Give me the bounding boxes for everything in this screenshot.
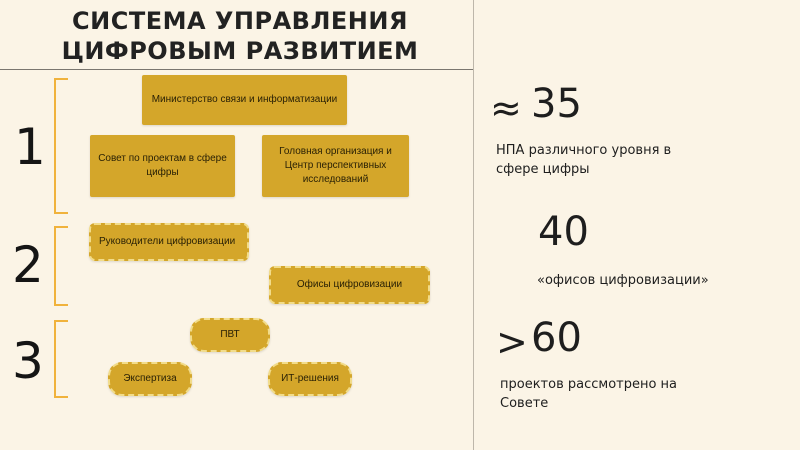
ministry-box: Министерство связи и информатизации <box>142 75 347 125</box>
expertise-box: Экспертиза <box>108 362 192 396</box>
stat-offices-text: «офисов цифровизации» <box>537 273 709 288</box>
level-1-number: 1 <box>14 118 46 176</box>
title-divider <box>0 69 474 70</box>
council-box: Совет по проектам в сфере цифры <box>90 135 235 197</box>
title-line-2: ЦИФРОВЫМ РАЗВИТИЕМ <box>61 37 419 65</box>
approx-symbol: ≈ <box>490 86 522 130</box>
level-3-bracket <box>54 320 68 398</box>
level-3-number: 3 <box>12 332 44 390</box>
stat-npa-value: 35 <box>531 81 582 127</box>
column-divider <box>473 0 474 450</box>
pvt-box: ПВТ <box>190 318 270 352</box>
stat-projects-value: 60 <box>531 315 582 361</box>
level-1-bracket <box>54 78 68 214</box>
it-solutions-box: ИТ-решения <box>268 362 352 396</box>
page-title: СИСТЕМА УПРАВЛЕНИЯ ЦИФРОВЫМ РАЗВИТИЕМ <box>50 6 430 66</box>
greater-than-symbol: > <box>496 320 528 364</box>
stat-projects-text: проектов рассмотрено на Совете <box>500 377 678 411</box>
stat-npa-text: НПА различного уровня в сфере цифры <box>496 143 672 177</box>
stat-offices-value: 40 <box>538 209 589 255</box>
title-line-1: СИСТЕМА УПРАВЛЕНИЯ <box>72 7 408 35</box>
digital-offices-box: Офисы цифровизации <box>269 266 430 304</box>
level-2-bracket <box>54 226 68 306</box>
level-2-number: 2 <box>12 236 44 294</box>
digital-leaders-box: Руководители цифровизации <box>89 223 249 261</box>
head-organization-box: Головная организация и Центр перспективн… <box>262 135 409 197</box>
